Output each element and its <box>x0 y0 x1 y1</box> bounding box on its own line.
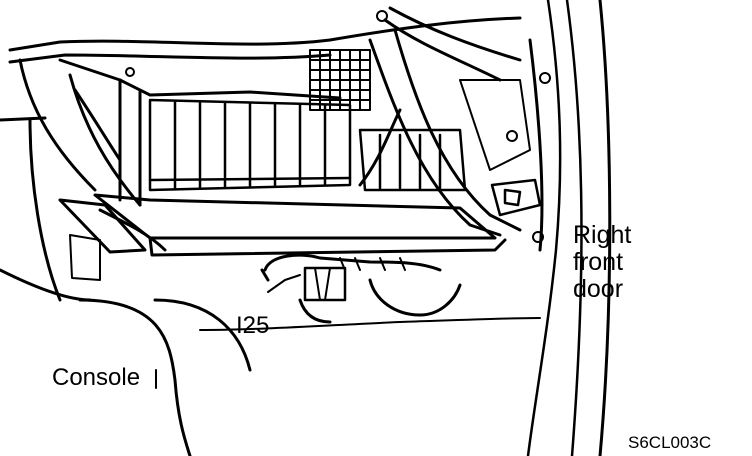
figure-code-label: S6CL003C <box>628 433 712 452</box>
module-housing <box>148 98 467 192</box>
right-front-door-frame <box>526 0 612 456</box>
instrument-panel-shell <box>0 16 522 207</box>
floor-trim <box>199 317 541 331</box>
right-front-door-label-line-3: door <box>573 275 624 303</box>
i25-leader-line <box>267 274 301 293</box>
door-bracket <box>490 178 542 217</box>
console-outline <box>0 118 252 456</box>
mounting-bolts <box>125 10 551 243</box>
pillar-brace <box>358 6 531 237</box>
right-front-door-label-line-1: Right <box>573 221 632 249</box>
connector-i25 <box>260 253 462 324</box>
connector-i25-label: I25 <box>236 312 270 339</box>
console-label: Console <box>52 364 141 391</box>
right-front-door-label: Right front door <box>573 222 631 303</box>
fuse-grid <box>309 49 371 111</box>
glove-box-panel <box>58 193 507 281</box>
right-front-door-label-line-2: front <box>573 248 624 276</box>
